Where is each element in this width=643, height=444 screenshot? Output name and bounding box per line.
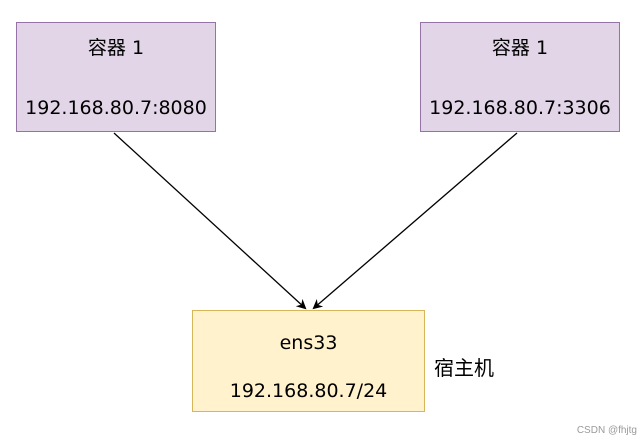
host-interface-name: ens33	[279, 332, 338, 354]
host-address: 192.168.80.7/24	[229, 380, 388, 402]
host-label: 宿主机	[434, 356, 494, 380]
container-left-address: 192.168.80.7:8080	[25, 97, 207, 119]
container-right-title: 容器 1	[491, 37, 549, 59]
container-node-left[interactable]: 容器 1 192.168.80.7:8080	[16, 22, 216, 132]
watermark: CSDN @fhjtg	[576, 425, 637, 436]
container-right-address: 192.168.80.7:3306	[429, 97, 611, 119]
container-left-title: 容器 1	[87, 37, 145, 59]
edge-left-to-host	[113, 132, 307, 310]
host-node[interactable]: ens33 192.168.80.7/24	[192, 310, 425, 412]
container-node-right[interactable]: 容器 1 192.168.80.7:3306	[420, 22, 620, 132]
edge-right-to-host	[312, 132, 518, 310]
